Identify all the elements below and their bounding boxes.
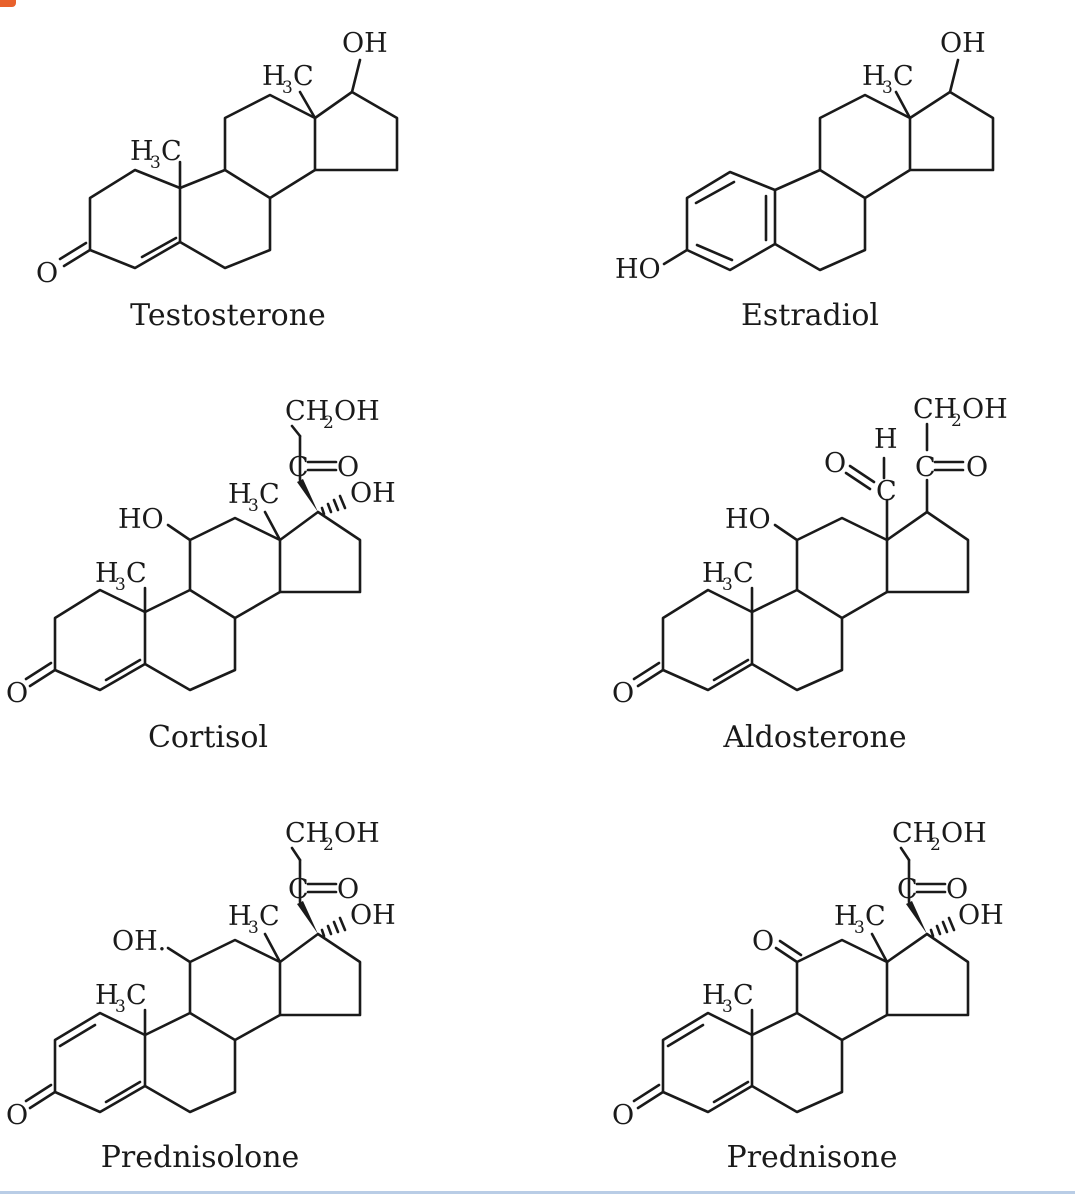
molecule-aldosterone: C H O C O CH 2 OH H 3 C HO O Aldosterone [612, 394, 1008, 755]
svg-text:H: H [702, 980, 726, 1011]
svg-text:C: C [161, 136, 182, 167]
molecule-prednisone: O C O CH 2 OH OH H 3 C H 3 C O Pr [612, 818, 1004, 1175]
atom-c: C [915, 452, 936, 483]
atom-ho: HO [118, 504, 164, 535]
atom-methyl: H 3 C [95, 558, 147, 595]
atom-methyl: H 3 C [228, 479, 280, 516]
svg-text:CH: CH [285, 396, 329, 427]
svg-text:C: C [733, 558, 754, 589]
atom-ch2oh: CH 2 OH [892, 818, 987, 855]
svg-text:H: H [702, 558, 726, 589]
svg-text:OH: OH [334, 396, 380, 427]
atom-o: O [966, 452, 988, 483]
svg-text:3: 3 [115, 997, 126, 1017]
molecule-name-prednisolone: Prednisolone [101, 1140, 300, 1175]
svg-text:C: C [259, 479, 280, 510]
svg-text:2: 2 [323, 413, 334, 433]
svg-text:H: H [130, 136, 154, 167]
svg-text:H: H [862, 61, 886, 92]
atom-oh: OH [350, 900, 396, 931]
atom-o: O [612, 678, 634, 709]
svg-text:CH: CH [285, 818, 329, 849]
molecule-prednisolone: C O CH 2 OH OH H 3 C H 3 C OH. O Prednis… [6, 818, 396, 1175]
svg-text:3: 3 [248, 918, 259, 938]
atom-methyl: H 3 C [130, 136, 182, 173]
atom-oh: OH [940, 28, 986, 59]
atom-ch2oh: CH 2 OH [285, 396, 380, 433]
atom-methyl: H 3 C [228, 901, 280, 938]
atom-methyl: H 3 C [95, 980, 147, 1017]
atom-methyl: H 3 C [834, 901, 886, 938]
atom-o: O [337, 874, 359, 905]
svg-text:C: C [733, 980, 754, 1011]
atom-o: O [752, 926, 774, 957]
atom-ch2oh: CH 2 OH [285, 818, 380, 855]
svg-text:3: 3 [248, 496, 259, 516]
svg-text:2: 2 [930, 835, 941, 855]
molecule-name-cortisol: Cortisol [148, 720, 268, 755]
atom-methyl: H 3 C [862, 61, 914, 98]
atom-h: H [874, 424, 898, 455]
svg-text:H: H [834, 901, 858, 932]
svg-text:H: H [95, 558, 119, 589]
svg-text:3: 3 [854, 918, 865, 938]
atom-methyl: H 3 C [702, 980, 754, 1017]
atom-o: O [36, 258, 58, 289]
atom-methyl: H 3 C [702, 558, 754, 595]
svg-text:H: H [262, 61, 286, 92]
atom-o: O [946, 874, 968, 905]
svg-text:3: 3 [282, 78, 293, 98]
atom-c: C [876, 476, 897, 507]
bottom-divider [0, 1191, 1075, 1194]
svg-text:C: C [126, 980, 147, 1011]
atom-ho: HO [615, 254, 661, 285]
svg-text:C: C [293, 61, 314, 92]
svg-text:C: C [865, 901, 886, 932]
molecule-estradiol: HO H 3 C OH Estradiol [615, 28, 995, 333]
corner-mark [0, 0, 16, 7]
svg-text:3: 3 [722, 575, 733, 595]
atom-c: C [897, 874, 918, 905]
svg-text:3: 3 [150, 153, 161, 173]
atom-oh: OH [958, 900, 1004, 931]
atom-oh: OH. [112, 926, 166, 957]
molecule-name-testosterone: Testosterone [130, 298, 326, 333]
svg-text:3: 3 [722, 997, 733, 1017]
svg-text:CH: CH [913, 394, 957, 425]
molecule-name-aldosterone: Aldosterone [722, 720, 906, 755]
svg-text:OH: OH [334, 818, 380, 849]
molecule-name-prednisone: Prednisone [727, 1140, 898, 1175]
atom-o: O [824, 448, 846, 479]
svg-text:H: H [95, 980, 119, 1011]
svg-text:H: H [228, 479, 252, 510]
svg-text:H: H [228, 901, 252, 932]
atom-o: O [612, 1100, 634, 1131]
atom-o: O [6, 1100, 28, 1131]
svg-text:C: C [259, 901, 280, 932]
svg-text:C: C [126, 558, 147, 589]
svg-text:2: 2 [951, 411, 962, 431]
svg-text:2: 2 [323, 835, 334, 855]
svg-text:C: C [893, 61, 914, 92]
atom-c: C [288, 874, 309, 905]
atom-ho: HO [725, 504, 771, 535]
molecule-cortisol: C O CH 2 OH OH H 3 C H 3 C HO O Cortisol [6, 396, 396, 755]
svg-text:CH: CH [892, 818, 936, 849]
atom-ch2oh: CH 2 OH [913, 394, 1008, 431]
atom-oh: OH [342, 28, 388, 59]
atom-o: O [337, 452, 359, 483]
svg-text:OH: OH [962, 394, 1008, 425]
svg-text:3: 3 [882, 78, 893, 98]
molecule-name-estradiol: Estradiol [741, 298, 879, 333]
molecule-testosterone: OH H 3 C H 3 C O Testosterone [36, 28, 399, 333]
atom-c: C [288, 452, 309, 483]
svg-text:OH: OH [941, 818, 987, 849]
svg-text:3: 3 [115, 575, 126, 595]
atom-oh: OH [350, 478, 396, 509]
atom-methyl: H 3 C [262, 61, 314, 98]
atom-o: O [6, 678, 28, 709]
